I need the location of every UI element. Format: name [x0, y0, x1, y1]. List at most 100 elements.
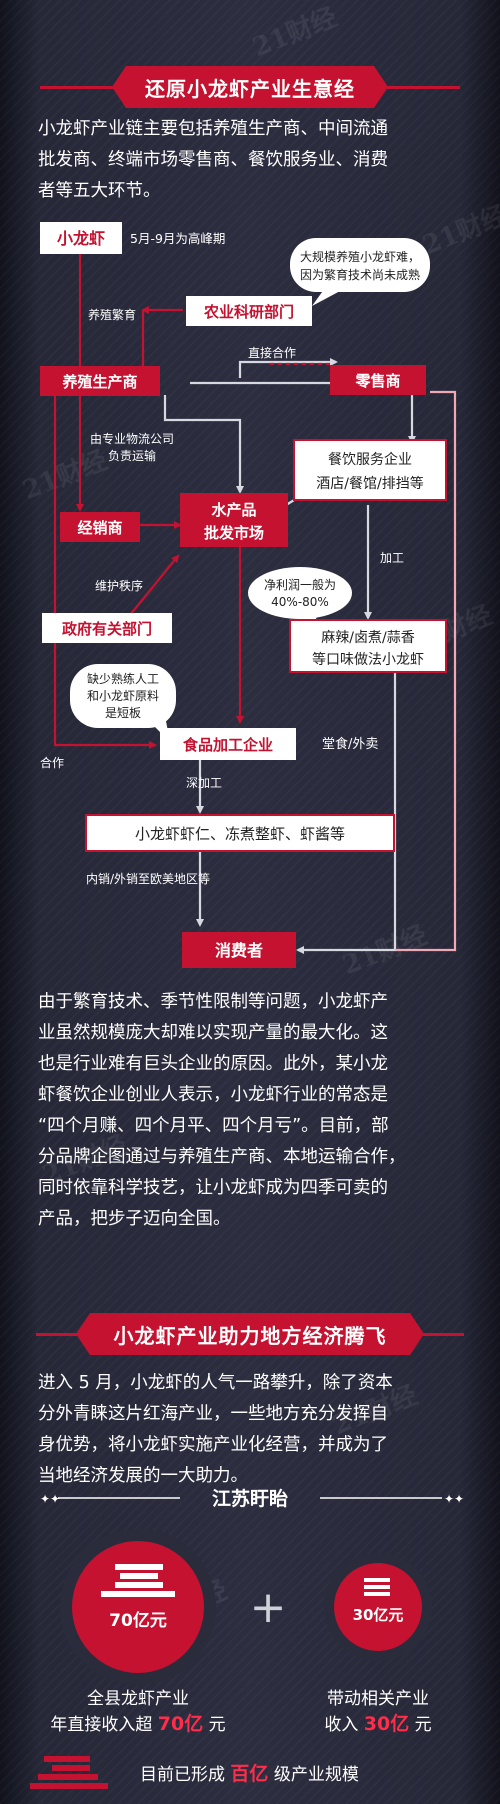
- body-line: 由于繁育技术、季节性限制等问题，小龙虾产: [38, 992, 388, 1012]
- profit-bubble: 净利润一般为 40%-80%: [248, 567, 352, 638]
- wholesale-line: 水产品: [211, 501, 256, 519]
- consumer-box: [182, 932, 296, 968]
- section2-line: 分外青睐这片红海产业，一些地方充分发挥自: [38, 1404, 388, 1424]
- catering-line: 酒店/餐馆/排挡等: [316, 475, 423, 492]
- consumer-label: 消费者: [215, 941, 263, 960]
- connectors: [53, 242, 457, 954]
- arrow-producer-coop-processing: [53, 395, 157, 749]
- distributor-label: 经销商: [77, 519, 122, 537]
- arrow-retailer-to-consumer: [395, 390, 457, 952]
- footer-text: 目前已形成 百亿 级产业规模: [140, 1762, 359, 1785]
- big-value: 70亿元: [109, 1610, 167, 1631]
- section-title: 还原小龙虾产业生意经: [145, 76, 355, 101]
- banner-line: [36, 1333, 84, 1336]
- arrow-dishes-to-consumer: [296, 668, 397, 954]
- retailer-box: [330, 365, 426, 395]
- peak-season-text: 5月-9月为高峰期: [130, 231, 225, 246]
- body-line: 也是行业难有巨头企业的原因。此外，某小龙: [38, 1054, 388, 1074]
- region-name: 江苏盱眙: [212, 1487, 288, 1510]
- footer-coin-icon: [30, 1756, 108, 1789]
- government-box: [42, 613, 172, 643]
- arrow-government-to-wholesale: [129, 554, 180, 616]
- dishes-box: [289, 619, 447, 673]
- right-caption-line2: 收入 30亿 元: [324, 1712, 431, 1735]
- products-box: [85, 814, 395, 852]
- distributor-box: [60, 512, 140, 542]
- left-caption-line1: 全县龙虾产业: [87, 1689, 189, 1709]
- body-line: “四个月赚、四个月平、四个月亏”。目前，部: [38, 1116, 389, 1136]
- small-value-circle: 30亿元: [324, 1553, 432, 1661]
- left-caption-line2: 年直接收入超 70亿 元: [50, 1712, 225, 1735]
- export-label: 内销/外销至欧美地区等: [86, 872, 210, 886]
- small-value: 30亿元: [353, 1606, 404, 1624]
- arrow-direct-coop: [238, 358, 338, 378]
- body-line: 虾餐饮企业创业人表示，小龙虾行业的常态是: [38, 1085, 388, 1105]
- intro-paragraph: 小龙虾产业链主要包括养殖生产商、中间流通 批发商、终端市场零售商、餐饮服务业、消…: [38, 114, 462, 207]
- body-line: 业虽然规模庞大却难以实现产量的最大化。这: [38, 1023, 388, 1043]
- catering-box: [293, 439, 447, 501]
- processing-label: 加工: [380, 551, 404, 565]
- producer-box: [40, 366, 160, 396]
- products-label: 小龙虾虾仁、冻煮整虾、虾酱等: [135, 825, 345, 843]
- body-line: 分品牌企图通过与养殖生产商、本地运输合作，: [38, 1147, 406, 1167]
- section2-paragraph: 进入 5 月，小龙虾的人气一路攀升，除了资本 分外青睐这片红海产业，一些地方充分…: [38, 1368, 462, 1492]
- research-label: 农业科研部门: [203, 303, 294, 321]
- logistics-line: 由专业物流公司: [90, 431, 174, 446]
- region-infographic: ✦✦ ✦✦ 江苏盱眙 70亿元 +: [30, 1487, 464, 1789]
- wholesale-line: 批发市场: [204, 524, 264, 542]
- banner-line: [380, 86, 460, 89]
- plus-sign: +: [250, 1582, 287, 1633]
- producer-label: 养殖生产商: [61, 373, 137, 391]
- bubble-line: 因为繁育技术尚未成熟: [300, 267, 420, 282]
- food-processing-label: 食品加工企业: [183, 736, 273, 754]
- shortage-line: 和小龙虾原料: [87, 689, 159, 703]
- intro-line: 者等五大环节。: [38, 181, 161, 201]
- shortage-line: 缺少熟练人工: [87, 671, 159, 686]
- wholesale-box: [180, 493, 288, 547]
- intro-line: 批发商、终端市场零售商、餐饮服务业、消费: [38, 150, 388, 170]
- region-header: ✦✦ ✦✦ 江苏盱眙: [40, 1487, 464, 1510]
- body-line: 同时依靠科学技艺，让小龙虾成为四季可卖的: [38, 1178, 388, 1198]
- crayfish-label: 小龙虾: [57, 229, 105, 248]
- dishes-line: 麻辣/卤煮/蒜香: [321, 630, 414, 646]
- profit-line: 40%-80%: [271, 595, 329, 609]
- right-caption-line1: 带动相关产业: [327, 1689, 429, 1709]
- crayfish-box: [40, 222, 122, 254]
- star-icon: ✦✦: [40, 1492, 60, 1506]
- banner-ribbon: [76, 1313, 424, 1355]
- section-title: 小龙虾产业助力地方经济腾飞: [113, 1323, 387, 1348]
- food-processing-box: [160, 728, 296, 760]
- coin-stack-icon: [101, 1564, 175, 1597]
- cooperation-label: 合作: [40, 755, 64, 770]
- deep-processing-label: 深加工: [186, 776, 222, 790]
- section2-line: 当地经济发展的一大助力。: [38, 1466, 248, 1486]
- section2-line: 进入 5 月，小龙虾的人气一路攀升，除了资本: [38, 1373, 393, 1393]
- profit-line: 净利润一般为: [264, 577, 336, 592]
- direct-coop-label: 直接合作: [248, 345, 296, 360]
- breeding-note: 养殖繁育: [88, 307, 136, 322]
- shortage-line: 是短板: [105, 706, 141, 720]
- arrow-producer-to-wholesale: [163, 395, 244, 494]
- banner-line: [40, 86, 120, 89]
- intro-line: 小龙虾产业链主要包括养殖生产商、中间流通: [38, 119, 388, 139]
- research-bubble: 大规模养殖小龙虾难， 因为繁育技术尚未成熟: [290, 238, 430, 306]
- catering-line: 餐饮服务企业: [328, 451, 412, 468]
- order-label: 维护秩序: [95, 578, 143, 593]
- dine-label: 堂食/外卖: [322, 736, 378, 752]
- body-line: 产品，把步子迈向全国。: [38, 1209, 231, 1229]
- section-title-banner: 还原小龙虾产业生意经: [40, 66, 460, 108]
- banner-line: [416, 1333, 464, 1336]
- big-value-circle: 70亿元: [60, 1529, 216, 1685]
- section-title-banner: 小龙虾产业助力地方经济腾飞: [36, 1313, 464, 1355]
- star-icon: ✦✦: [444, 1492, 464, 1506]
- research-box: [186, 296, 312, 326]
- bubble-line: 大规模养殖小龙虾难，: [300, 249, 420, 264]
- government-label: 政府有关部门: [62, 620, 152, 638]
- industry-chain-diagram: 小龙虾 5月-9月为高峰期 大规模养殖小龙虾难， 因为繁育技术尚未成熟 农业科研…: [40, 222, 457, 968]
- coin-stack-icon: [364, 1578, 390, 1596]
- logistics-line: 负责运输: [108, 448, 156, 463]
- retailer-label: 零售商: [354, 372, 400, 390]
- dishes-line: 等口味做法小龙虾: [312, 651, 424, 668]
- banner-ribbon: [112, 66, 388, 108]
